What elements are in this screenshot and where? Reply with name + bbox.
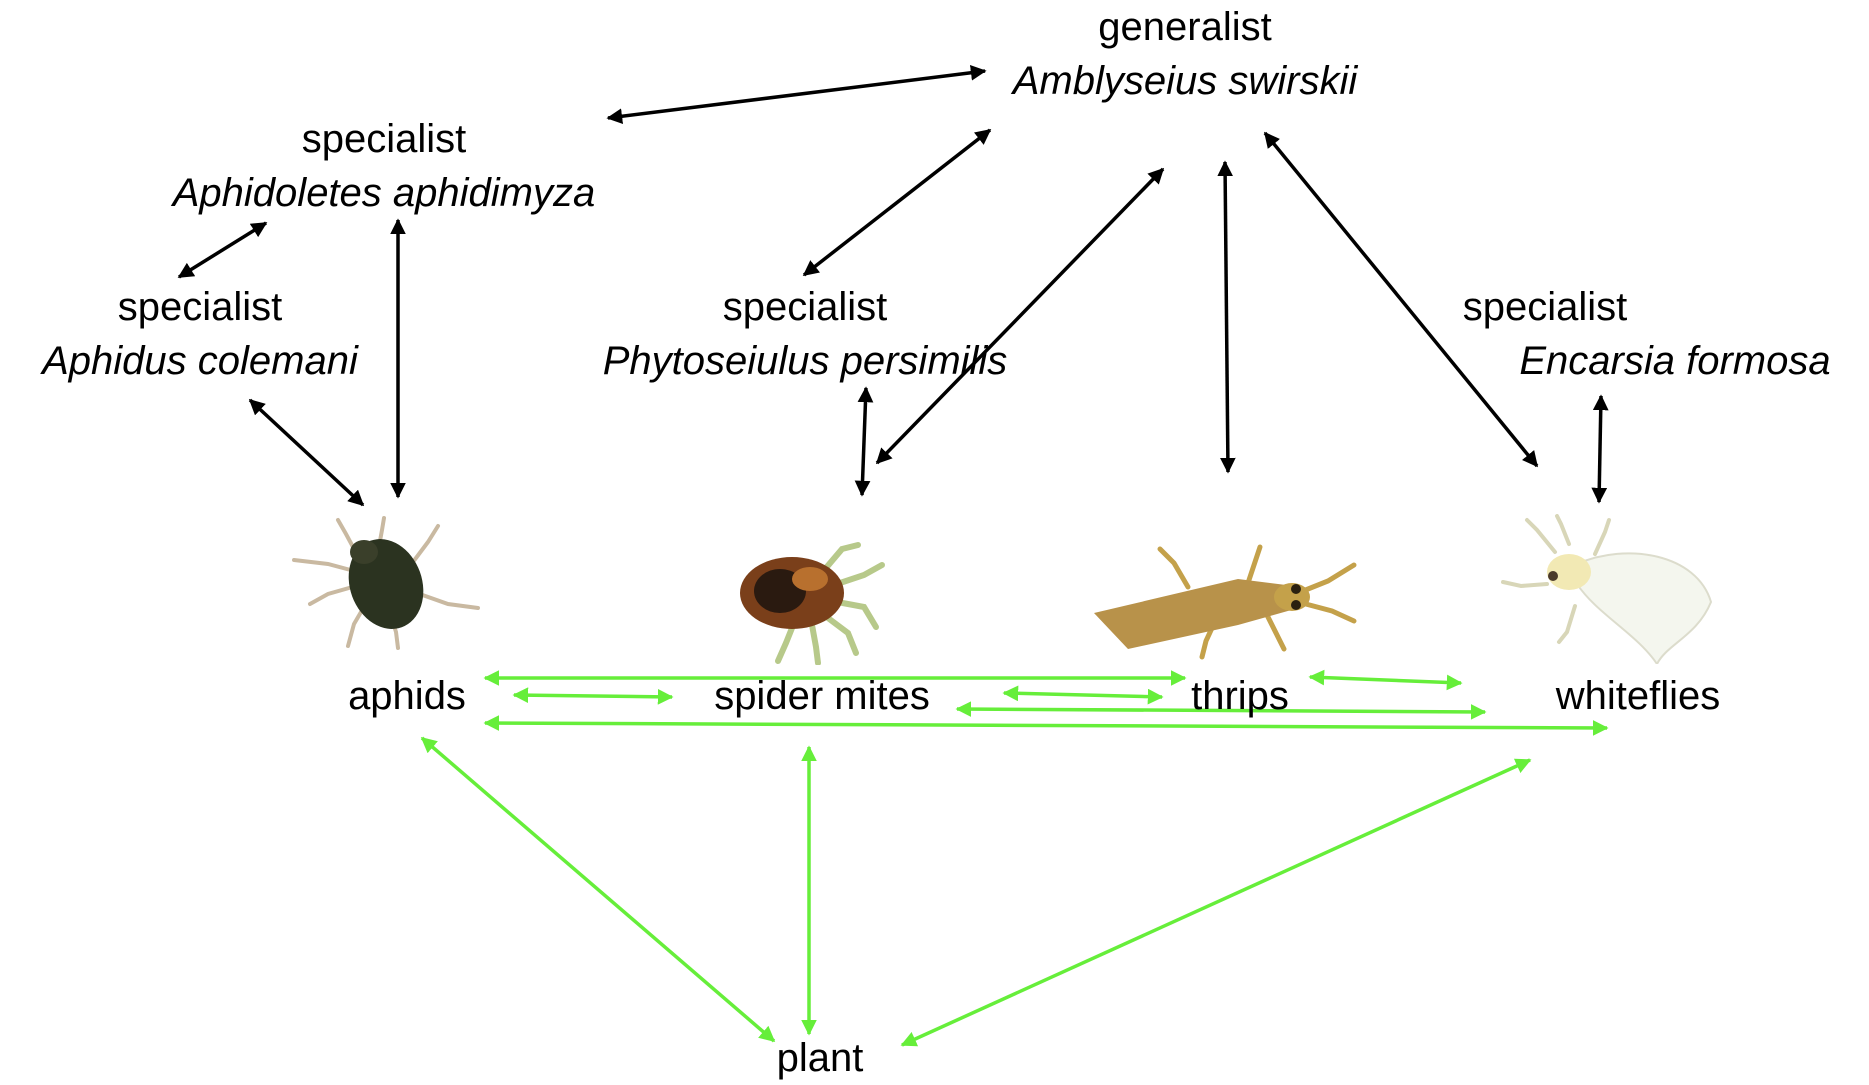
aphidius-label: specialist Aphidus colemani: [0, 280, 400, 388]
edge-spidermites-thrips: [1004, 693, 1162, 697]
encarsia-role: specialist: [1420, 280, 1670, 334]
phytoseiulus-label: specialist Phytoseiulus persimilis: [555, 280, 1055, 388]
encarsia-label-role: specialist: [1420, 280, 1670, 334]
edge-generalist-aphidoletes: [608, 71, 985, 118]
edge-phytoseiulus-spidermites: [862, 388, 866, 495]
generalist-species: Amblyseius swirskii: [985, 54, 1385, 108]
edge-aphids-spidermites: [514, 695, 672, 697]
edge-aphidius-aphids: [250, 400, 363, 505]
edge-aphids-plant: [422, 738, 774, 1041]
thrips-icon: [1088, 541, 1358, 663]
encarsia-species: Encarsia formosa: [1485, 334, 1865, 388]
edge-aphids-whiteflies: [485, 723, 1607, 728]
aphids-label: aphids: [307, 669, 507, 723]
whiteflies-label: whiteflies: [1518, 669, 1758, 723]
aphidoletes-label: specialist Aphidoletes aphidimyza: [134, 112, 634, 220]
edge-generalist-thrips: [1225, 162, 1228, 472]
whitefly-icon: [1497, 514, 1715, 664]
encarsia-label-species: Encarsia formosa: [1485, 334, 1865, 388]
phytoseiulus-role: specialist: [555, 280, 1055, 334]
edge-aphidoletes-aphidius: [179, 223, 266, 277]
edge-encarsia-whiteflies: [1599, 396, 1601, 502]
aphidius-role: specialist: [0, 280, 400, 334]
thrips-label: thrips: [1155, 669, 1325, 723]
edge-whiteflies-plant: [902, 760, 1530, 1045]
generalist-role: generalist: [985, 0, 1385, 54]
spider-mite-icon: [724, 535, 892, 665]
aphidoletes-role: specialist: [134, 112, 634, 166]
edge-thrips-whiteflies: [1310, 677, 1461, 683]
generalist-label: generalist Amblyseius swirskii: [985, 0, 1385, 108]
aphidius-species: Aphidus colemani: [0, 334, 400, 388]
aphidoletes-species: Aphidoletes aphidimyza: [134, 166, 634, 220]
phytoseiulus-species: Phytoseiulus persimilis: [555, 334, 1055, 388]
plant-label: plant: [740, 1031, 900, 1085]
aphid-icon: [288, 512, 484, 652]
spider-mites-label: spider mites: [672, 669, 972, 723]
edge-generalist-phytoseiulus: [804, 130, 990, 275]
